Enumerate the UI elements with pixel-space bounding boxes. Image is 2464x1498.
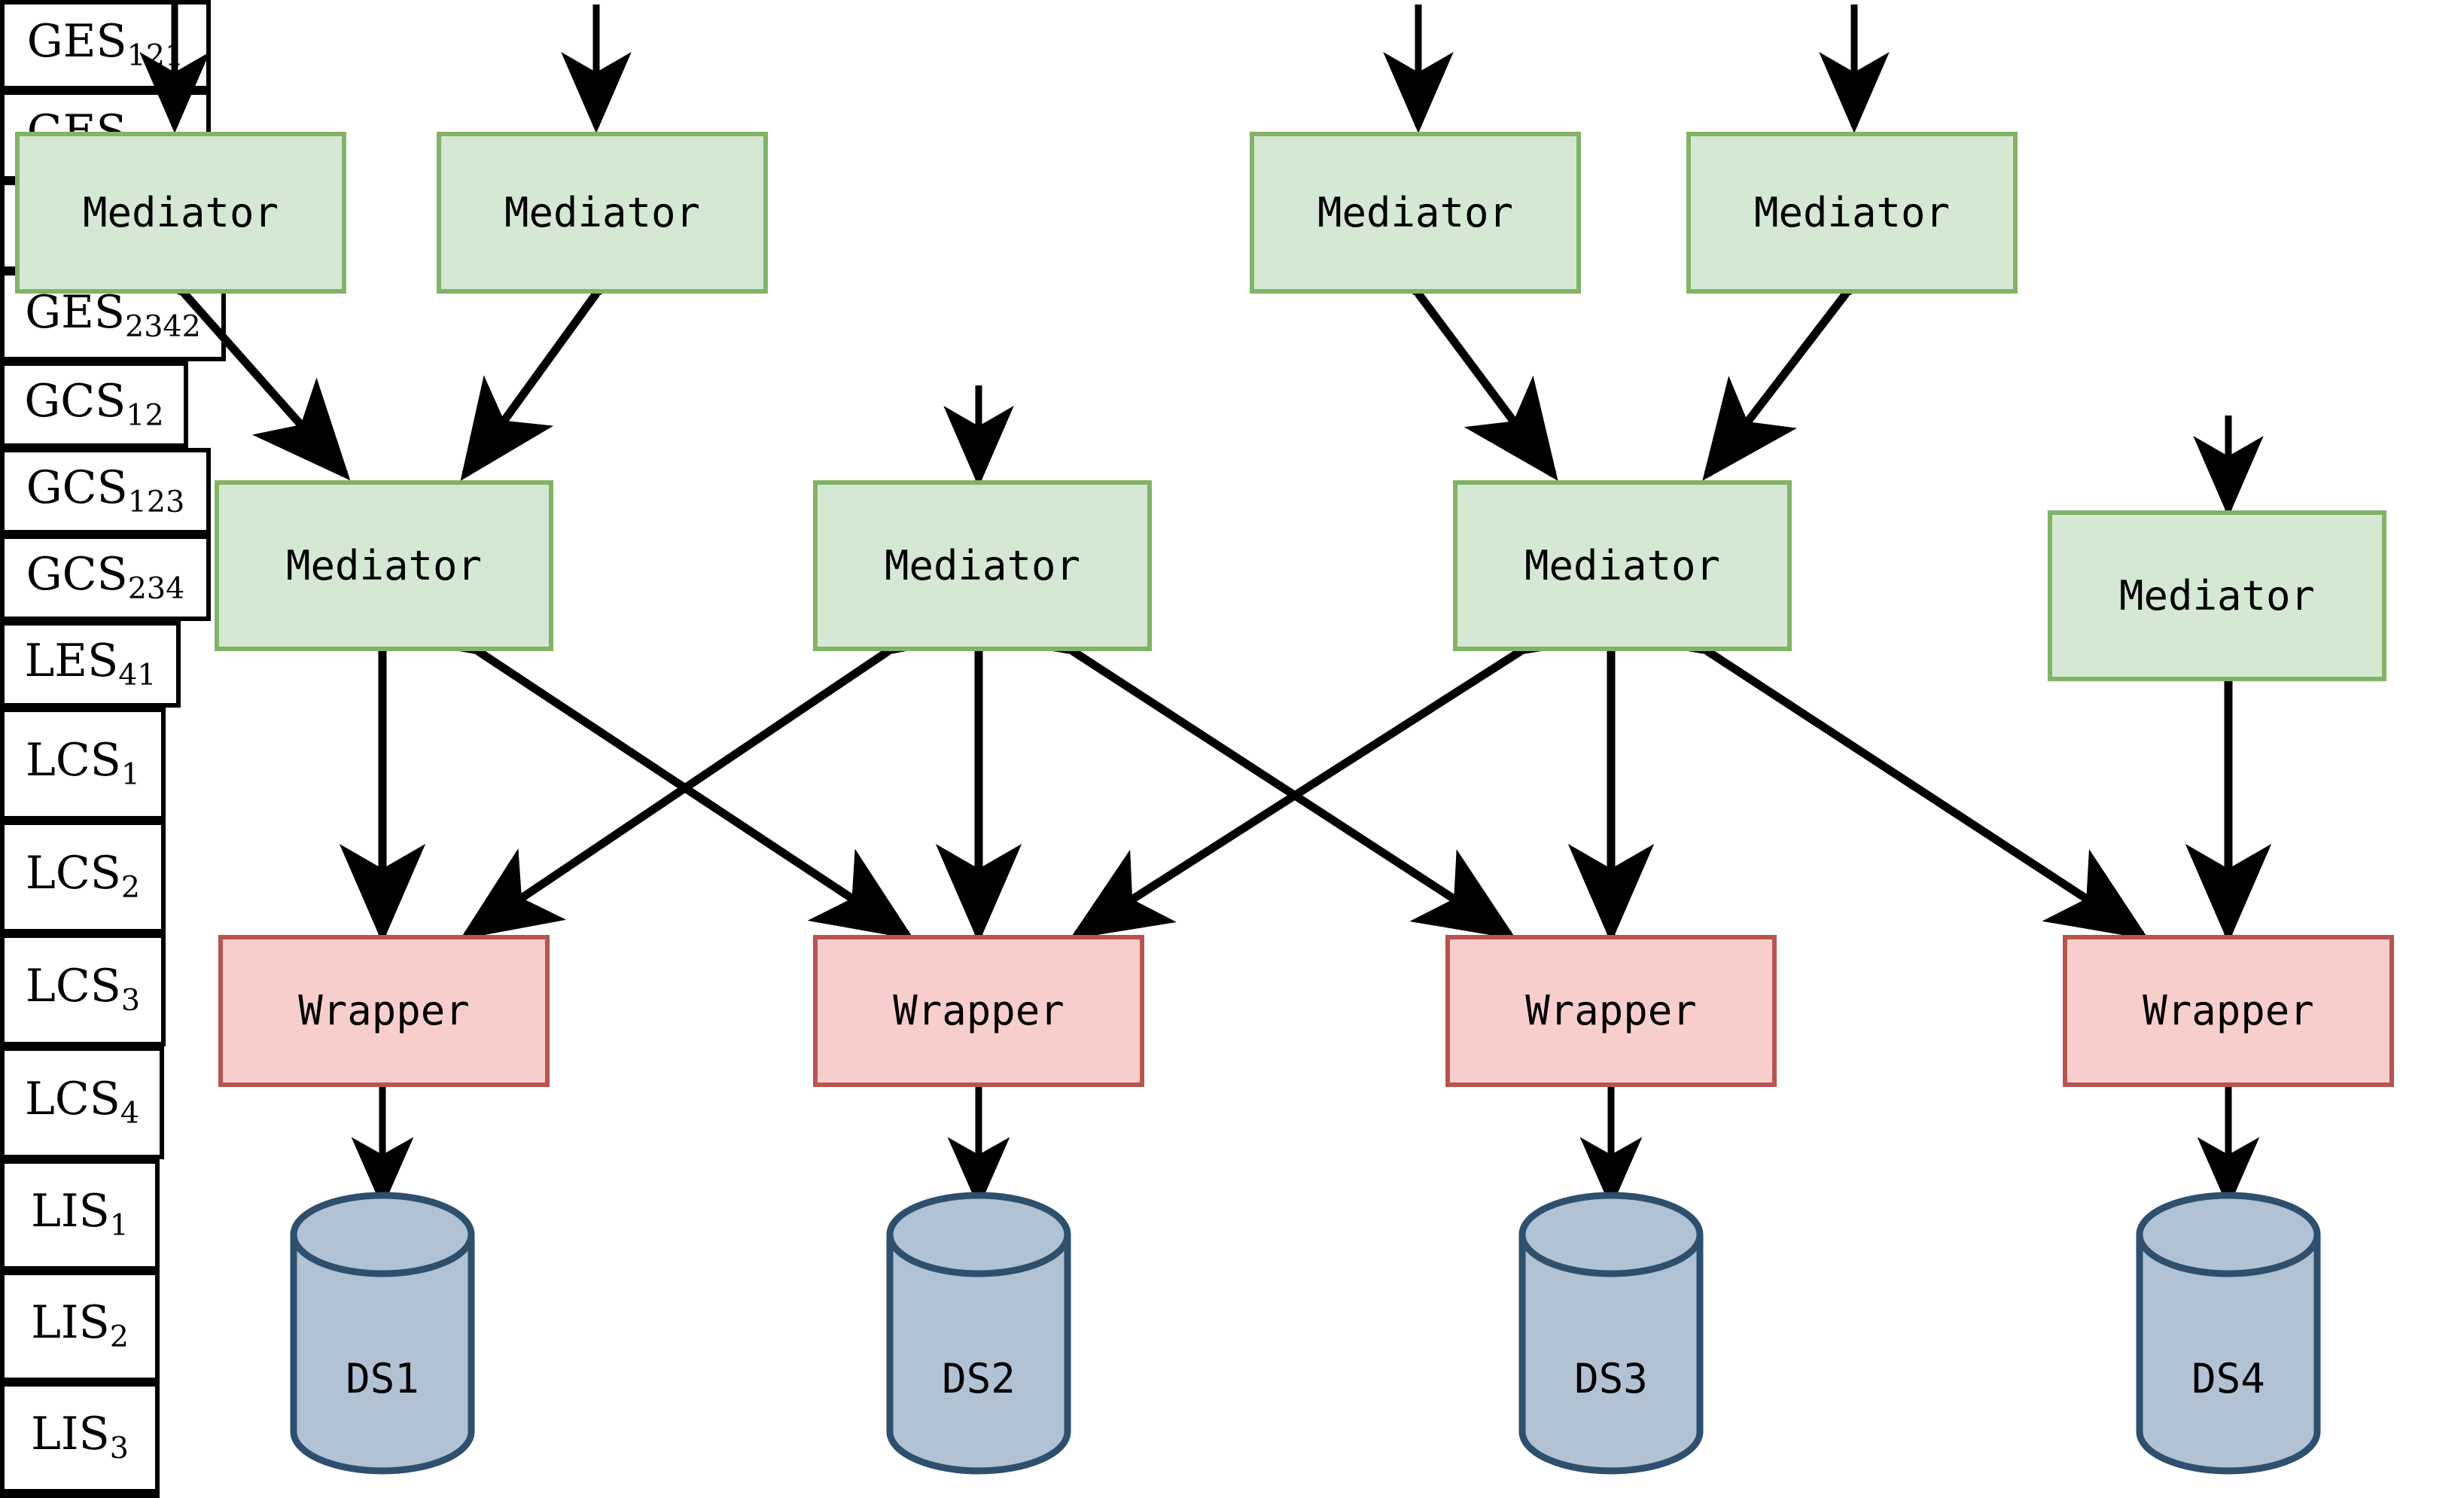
datasource-shapes (290, 1192, 2321, 1475)
schema-note-gcs-234[interactable]: GCS234 (0, 534, 211, 621)
datasource-label: DS4 (2191, 1355, 2265, 1402)
datasource-4[interactable]: DS4 (2140, 1355, 2317, 1402)
mediator-label: Mediator (884, 541, 1081, 589)
schema-note-lcs-2[interactable]: LCS2 (0, 821, 166, 933)
schema-note-label: LIS2 (31, 1296, 129, 1355)
datasource-label: DS3 (1574, 1355, 1648, 1402)
schema-note-lis-3[interactable]: LIS3 (0, 1382, 160, 1493)
wrapper-label: Wrapper (2143, 987, 2314, 1034)
wrapper-label: Wrapper (1525, 987, 1697, 1034)
mediator-to-mediator-arrow (91, 194, 1936, 481)
wrapper-label: Wrapper (893, 987, 1064, 1034)
external-query-arrow (139, 5, 1890, 133)
schema-note-label: LES41 (24, 634, 157, 693)
mediator-gcs-123[interactable]: Mediator (813, 480, 1152, 651)
schema-note-lcs-1[interactable]: LCS1 (0, 708, 166, 821)
schema-note-label: GCS123 (26, 461, 185, 519)
wrapper-4[interactable]: Wrapper (2063, 935, 2394, 1087)
mediator-ges-121[interactable]: Mediator (15, 132, 346, 294)
schema-note-lis-4[interactable]: LIS4 (0, 1493, 160, 1498)
schema-note-lcs-4[interactable]: LCS4 (0, 1046, 164, 1159)
schema-note-label: GCS234 (26, 547, 185, 606)
mediator-label: Mediator (504, 188, 701, 236)
datasource-2[interactable]: DS2 (890, 1355, 1068, 1402)
mediator-label: Mediator (285, 541, 483, 589)
mediator-gcs-234[interactable]: Mediator (1453, 480, 1792, 651)
mediator-to-wrapper-arrow (339, 560, 2272, 943)
wrapper-3[interactable]: Wrapper (1445, 935, 1777, 1087)
mediator-les-41[interactable]: Mediator (2048, 510, 2386, 681)
datasource-3[interactable]: DS3 (1522, 1355, 1700, 1402)
mediator-label: Mediator (82, 188, 279, 236)
wrapper-1[interactable]: Wrapper (218, 935, 550, 1087)
datasource-label: DS2 (942, 1355, 1016, 1402)
mediator-ges-2341[interactable]: Mediator (1250, 132, 1581, 294)
datasource-label: DS1 (346, 1355, 419, 1402)
schema-note-les-41[interactable]: LES41 (0, 621, 181, 708)
wrapper-to-datasource-arrow (351, 1022, 2260, 1208)
mediator-label: Mediator (1524, 541, 1721, 589)
schema-note-label: LCS4 (24, 1073, 140, 1131)
mediator-gcs-12[interactable]: Mediator (215, 480, 553, 651)
schema-note-label: LCS1 (25, 734, 141, 793)
schema-note-label: LCS2 (25, 847, 141, 906)
datasource-1[interactable]: DS1 (294, 1355, 471, 1402)
wrapper-label: Wrapper (298, 987, 470, 1034)
mediator-label: Mediator (2118, 571, 2316, 620)
mediator-ges-122[interactable]: Mediator (437, 132, 768, 294)
schema-note-label: LIS1 (31, 1185, 129, 1244)
schema-note-lcs-3[interactable]: LCS3 (0, 933, 166, 1046)
mediator-label: Mediator (1753, 188, 1951, 236)
schema-note-lis-2[interactable]: LIS2 (0, 1271, 160, 1382)
mediator-ges-2342[interactable]: Mediator (1686, 132, 2018, 294)
mediator-label: Mediator (1317, 188, 1514, 236)
external-query-arrow (943, 385, 2264, 517)
wrapper-2[interactable]: Wrapper (813, 935, 1144, 1087)
schema-note-label: LIS3 (31, 1408, 129, 1466)
schema-note-label: LCS3 (25, 960, 141, 1018)
schema-note-lis-1[interactable]: LIS1 (0, 1159, 160, 1271)
